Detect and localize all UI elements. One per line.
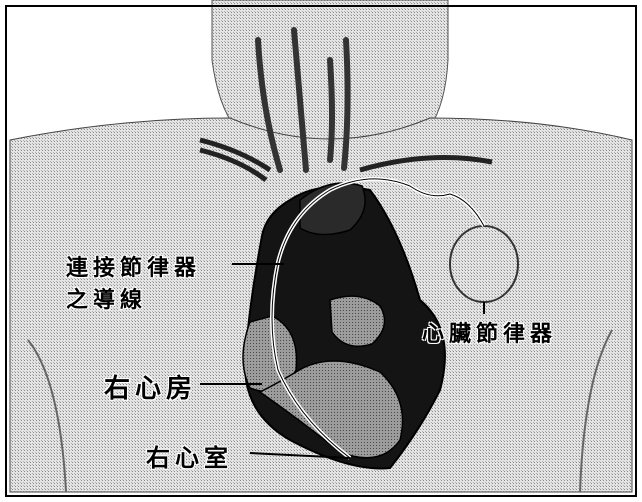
lead-label-line2: 之導線 (66, 282, 147, 314)
lead-label-line1: 連接節律器 (66, 250, 201, 282)
pacemaker-label: 心臟節律器 (422, 316, 557, 348)
right-atrium-label: 右心房 (104, 368, 197, 405)
valve-region (330, 296, 385, 346)
pacemaker-device (450, 226, 518, 302)
right-ventricle-label: 右心室 (146, 438, 233, 473)
